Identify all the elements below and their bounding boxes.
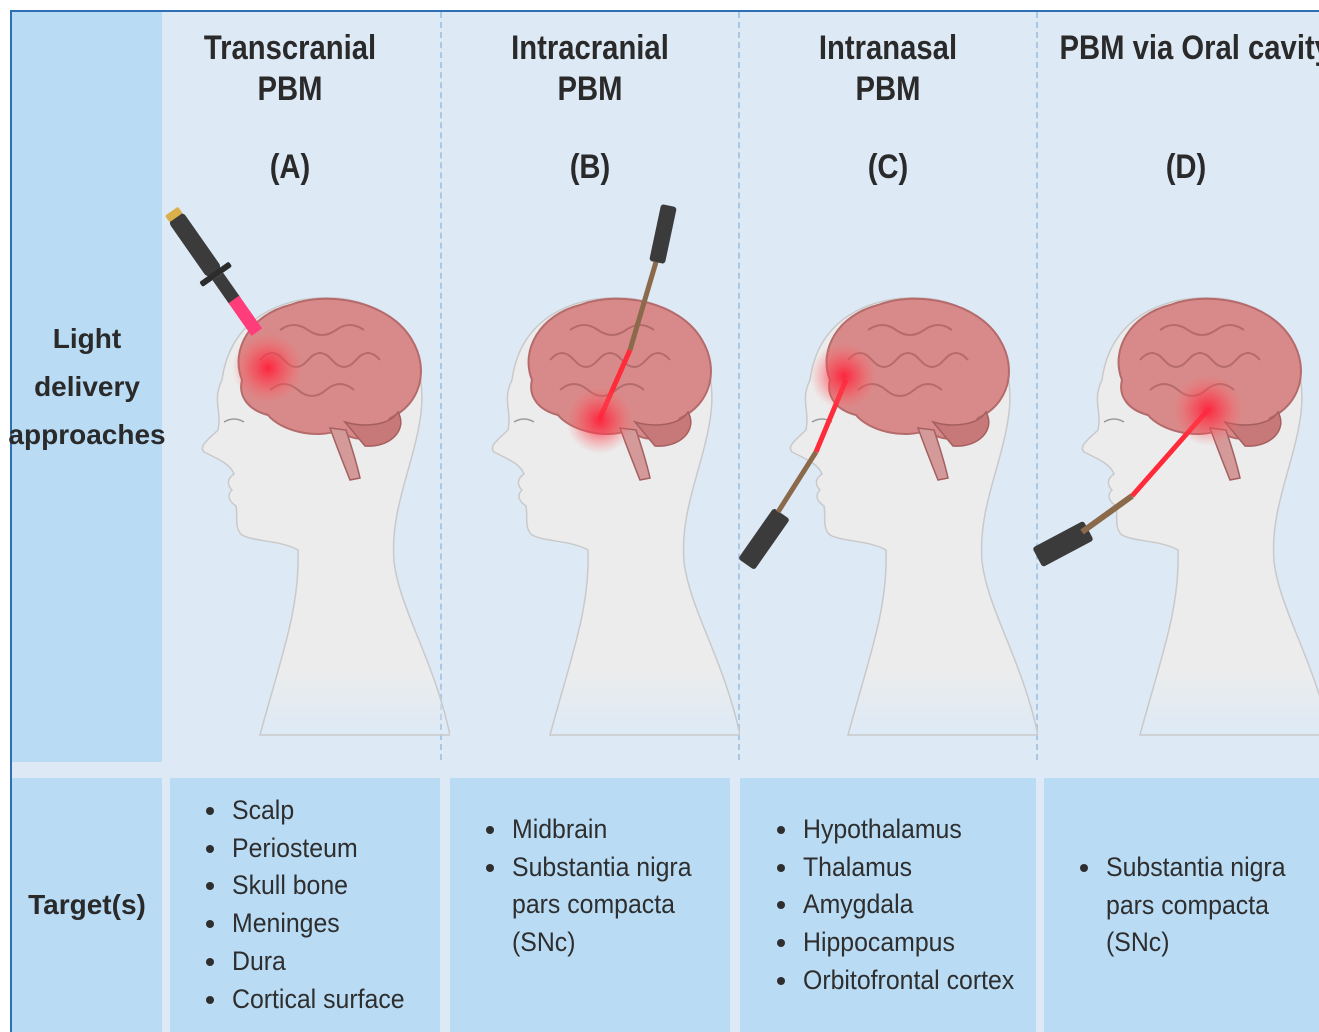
list-item: Hippocampus [777, 924, 1033, 962]
targets-list-oral: Substantia nigra pars compacta (SNc) [1080, 849, 1301, 962]
illustration-intranasal [738, 190, 1038, 750]
list-item: Meninges [206, 905, 420, 943]
column-letter-d: (D) [1143, 148, 1229, 187]
row-label-light-delivery-text: Light delivery approaches [8, 315, 165, 459]
list-item: Midbrain [486, 811, 707, 849]
list-item: Skull bone [206, 867, 420, 905]
illustration-intracranial [440, 190, 740, 750]
column-letter-a: (A) [247, 148, 333, 187]
row-label-targets: Target(s) [12, 778, 162, 1032]
light-glow-icon [810, 342, 878, 410]
light-glow-icon [1172, 374, 1244, 446]
targets-list-transcranial: Scalp Periosteum Skull bone Meninges Dur… [206, 792, 420, 1018]
light-glow-icon [566, 386, 634, 454]
list-item: Cortical surface [206, 981, 420, 1019]
column-title-intranasal: Intranasal PBM [781, 28, 996, 110]
list-item: Thalamus [777, 849, 1033, 887]
targets-list-intranasal: Hypothalamus Thalamus Amygdala Hippocamp… [777, 811, 1033, 1000]
column-letter-b: (B) [547, 148, 633, 187]
targets-list-intracranial: Midbrain Substantia nigra pars compacta … [486, 811, 707, 962]
column-title-oral: PBM via Oral cavity [1060, 28, 1300, 69]
column-letter-c: (C) [845, 148, 931, 187]
row-label-targets-text: Target(s) [28, 881, 146, 929]
list-item: Substantia nigra pars compacta (SNc) [486, 849, 707, 962]
list-item: Periosteum [206, 830, 420, 868]
light-glow-icon [232, 332, 304, 404]
list-item: Hypothalamus [777, 811, 1033, 849]
list-item: Substantia nigra pars compacta (SNc) [1080, 849, 1301, 962]
row-label-light-delivery: Light delivery approaches [12, 12, 162, 762]
column-title-transcranial: Transcranial PBM [183, 28, 398, 110]
list-item: Scalp [206, 792, 420, 830]
list-item: Amygdala [777, 886, 1033, 924]
list-item: Orbitofrontal cortex [777, 962, 1033, 1000]
list-item: Dura [206, 943, 420, 981]
laser-probe-icon [157, 201, 271, 343]
illustration-oral [1030, 190, 1319, 750]
illustration-transcranial [150, 190, 450, 750]
column-title-intracranial: Intracranial PBM [483, 28, 698, 110]
